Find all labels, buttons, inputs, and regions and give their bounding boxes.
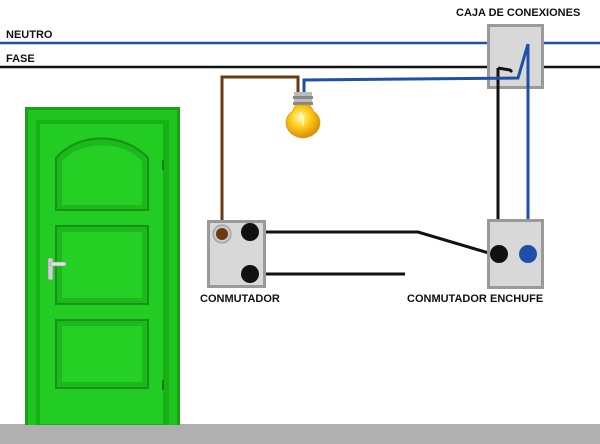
brown-wire: [220, 75, 300, 252]
bulb-neutral-wire: [302, 43, 530, 95]
door-handle-icon: [47, 257, 67, 281]
left-switch-box: [207, 220, 266, 288]
fase-label: FASE: [6, 53, 35, 65]
floor: [0, 424, 600, 444]
outlet-terminal-neutral: [519, 245, 537, 263]
light-bulb-icon: [285, 92, 321, 139]
right-switch-outlet-box: [487, 219, 544, 289]
junction-box-label: CAJA DE CONEXIONES: [456, 7, 580, 19]
right-switch-label: CONMUTADOR: [407, 293, 487, 305]
outlet-label: ENCHUFE: [490, 293, 543, 305]
right-switch-terminal: [490, 245, 508, 263]
bulb-phase-wire: [497, 66, 514, 74]
junction-box: [487, 24, 544, 89]
left-switch-label: CONMUTADOR: [200, 293, 280, 305]
left-switch-terminal-bottom: [241, 265, 259, 283]
traveler-wire-top: [250, 230, 493, 256]
left-switch-terminal-top: [241, 223, 259, 241]
neutro-label: NEUTRO: [6, 29, 53, 41]
door-icon: [25, 107, 180, 425]
